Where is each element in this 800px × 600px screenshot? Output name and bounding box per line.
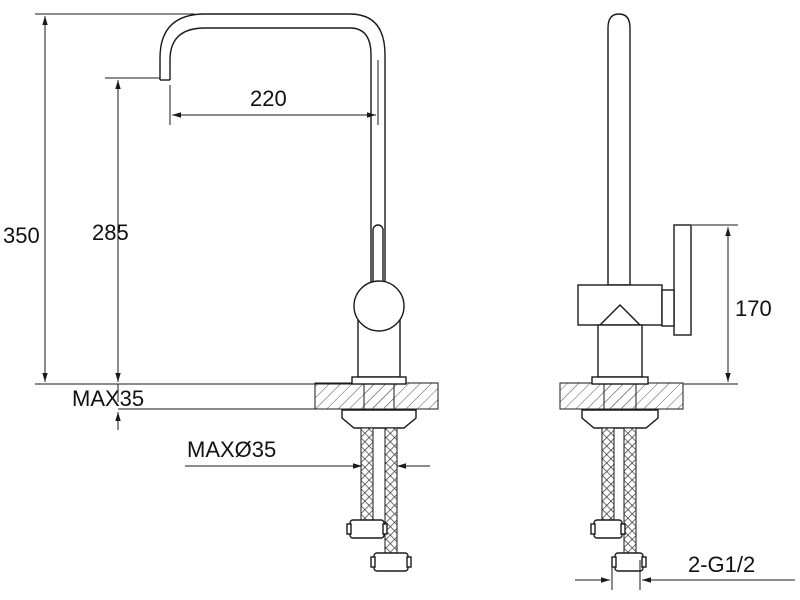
side-fitting-right xyxy=(614,552,644,572)
front-dimensions xyxy=(35,13,430,469)
front-lock-nut xyxy=(341,409,417,429)
dim-thread-label: 2-G1/2 xyxy=(688,552,755,577)
side-view xyxy=(559,13,692,572)
side-hose-left xyxy=(601,427,615,521)
front-shank xyxy=(363,383,395,411)
front-hose-left xyxy=(360,427,374,521)
side-fitting-left xyxy=(593,519,623,539)
dim-350-label: 350 xyxy=(3,223,40,248)
dim-hole-label: MAXØ35 xyxy=(187,437,276,462)
side-dimensions xyxy=(575,224,795,590)
dim-220-label: 220 xyxy=(250,86,287,111)
front-spout xyxy=(159,13,386,282)
front-view xyxy=(159,13,439,572)
dim-max35-label: MAX35 xyxy=(72,386,144,411)
front-base-ring xyxy=(351,376,407,385)
dim-170-label: 170 xyxy=(735,296,772,321)
side-hose-right xyxy=(623,427,637,554)
side-lock-nut xyxy=(581,409,659,429)
side-base-ring xyxy=(591,376,649,385)
front-fitting-right xyxy=(373,552,409,572)
side-body xyxy=(597,324,643,378)
side-shank xyxy=(603,383,637,411)
side-spout xyxy=(607,13,631,286)
front-cartridge xyxy=(353,280,405,332)
front-fitting-left xyxy=(349,519,385,539)
dim-285-label: 285 xyxy=(92,220,129,245)
side-lever xyxy=(673,224,692,336)
